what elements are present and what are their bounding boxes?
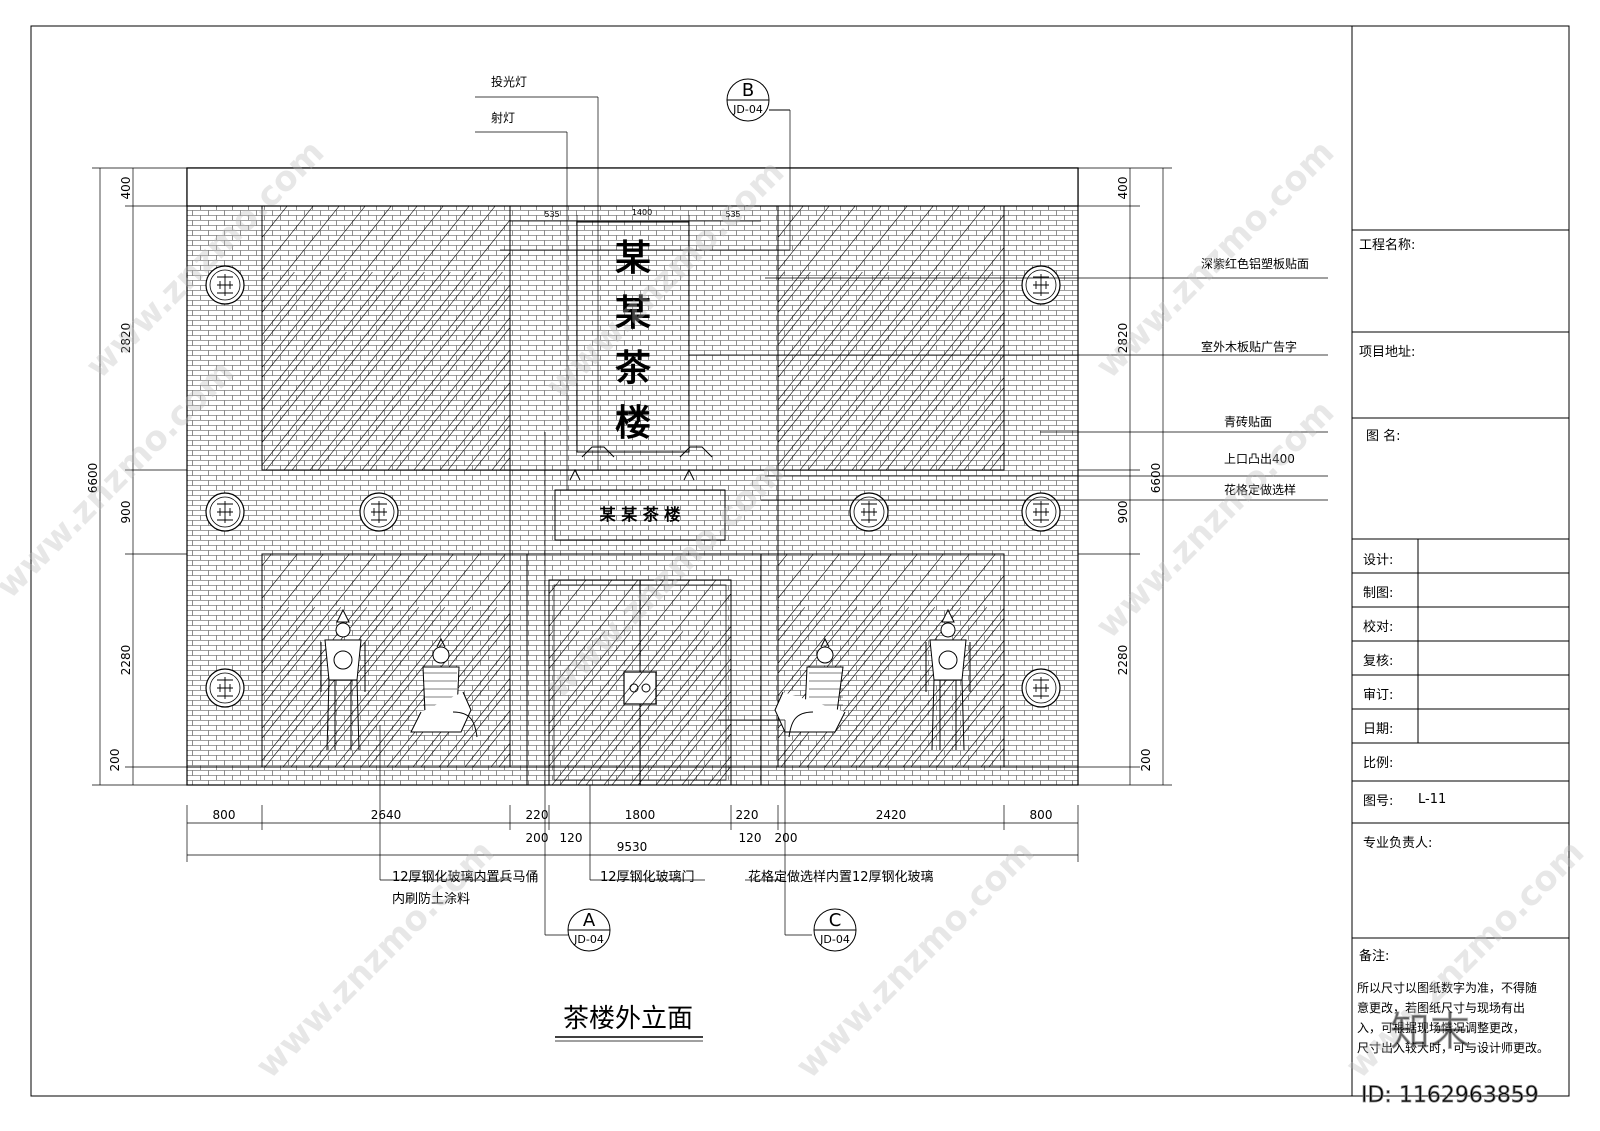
medallion-icon <box>205 668 245 708</box>
svg-text:B: B <box>742 80 754 101</box>
dim-left-2280: 2280 <box>119 645 133 676</box>
sign-char-4: 楼 <box>615 403 651 444</box>
dim-bottom-220-left: 220 <box>526 808 549 822</box>
svg-text:C: C <box>829 910 842 931</box>
section-mark-a: A JD-04 <box>567 908 611 952</box>
callout-lattice-glass: 花格定做选样内置12厚钢化玻璃 <box>748 869 934 885</box>
sign-char-1: 某 <box>615 238 651 279</box>
section-mark-b: B JD-04 <box>726 78 790 122</box>
dim-right-200: 200 <box>1139 749 1153 772</box>
dims-left: 400 2820 900 2280 200 6600 <box>86 167 187 786</box>
medallion-icon <box>1021 265 1061 305</box>
dim-left-900: 900 <box>119 501 133 524</box>
tb-check: 校对: <box>1363 619 1393 635</box>
dim-right-2820: 2820 <box>1116 323 1130 354</box>
tb-scale: 比例: <box>1363 756 1393 771</box>
tb-design: 设计: <box>1363 553 1393 568</box>
dim-right-400: 400 <box>1116 177 1130 200</box>
spotlight-right-icon <box>679 446 713 458</box>
section-mark-c: C JD-04 <box>813 908 857 952</box>
vertical-sign-text: 某 某 茶 楼 <box>615 238 652 444</box>
drawing-title: 茶楼外立面 <box>563 1004 693 1034</box>
terracotta-warrior-figures <box>320 608 971 751</box>
dim-left-total: 6600 <box>86 463 100 494</box>
tb-note-line-3: 入，可根据现场情况调整更改， <box>1357 1020 1525 1035</box>
dim-sign-535-left: 535 <box>544 210 559 219</box>
dim-bottom-120-a: 120 <box>560 831 583 845</box>
tb-drawing-no: L-11 <box>1418 792 1446 807</box>
tb-note-line-2: 意更改，若图纸尺寸与现场有出 <box>1357 1000 1525 1015</box>
svg-text:A: A <box>583 910 596 931</box>
dim-sign-1400: 1400 <box>632 208 652 217</box>
round-ornaments <box>205 265 1061 708</box>
horizontal-sign-text: 某 某 茶 楼 <box>599 505 681 524</box>
tb-drawing-no-label: 图号: <box>1363 794 1393 809</box>
medallion-icon <box>849 492 889 532</box>
dim-right-2280: 2280 <box>1116 645 1130 676</box>
svg-text:JD-04: JD-04 <box>819 933 850 946</box>
standing-warrior-icon <box>320 608 366 751</box>
dim-sign-535-right: 535 <box>725 210 740 219</box>
vertical-sign-board <box>576 221 690 453</box>
dims-sign-top: 535 1400 535 <box>510 208 761 228</box>
dim-bottom-800-left: 800 <box>213 808 236 822</box>
dim-bottom-1800: 1800 <box>625 808 656 822</box>
dim-bottom-total: 9530 <box>617 840 648 854</box>
dim-bottom-120-b: 120 <box>739 831 762 845</box>
sign-char-3: 茶 <box>615 348 652 389</box>
dims-right: 400 2820 900 2280 200 6600 <box>1078 167 1172 786</box>
svg-text:JD-04: JD-04 <box>732 103 763 116</box>
dim-bottom-2420: 2420 <box>876 808 907 822</box>
callout-blue-brick: 青砖贴面 <box>1224 414 1272 429</box>
horizontal-sign-board <box>554 489 726 541</box>
dim-right-900: 900 <box>1116 501 1130 524</box>
callout-top-projection: 上口凸出400 <box>1224 452 1295 466</box>
medallion-icon <box>205 265 245 305</box>
tb-date: 日期: <box>1363 722 1393 737</box>
svg-text:JD-04: JD-04 <box>573 933 604 946</box>
callout-glass-warriors-2: 内刷防土涂料 <box>392 891 470 907</box>
dim-bottom-200-a: 200 <box>526 831 549 845</box>
title-block: 工程名称: 项目地址: 图 名: 设计: 制图: 校对: 复核: 审订: 日期:… <box>1352 26 1570 1096</box>
medallion-icon <box>205 492 245 532</box>
callout-wood-board: 室外木板贴广告字 <box>1201 339 1297 354</box>
watermark-id: ID: 1162963859 <box>1361 1083 1539 1108</box>
tb-note-line-1: 所以尺寸以图纸数字为准，不得随 <box>1357 980 1537 995</box>
tb-drafting: 制图: <box>1363 586 1393 601</box>
tb-notes-label: 备注: <box>1359 948 1389 964</box>
callout-leaders <box>379 96 1328 936</box>
dim-bottom-220-right: 220 <box>736 808 759 822</box>
tb-lead: 专业负责人: <box>1363 836 1432 851</box>
dim-left-400: 400 <box>119 177 133 200</box>
medallion-icon <box>1021 668 1061 708</box>
tb-drawing-name: 图 名: <box>1366 428 1401 444</box>
tb-project-address: 项目地址: <box>1359 345 1415 360</box>
dim-left-200: 200 <box>108 749 122 772</box>
dim-left-2820: 2820 <box>119 323 133 354</box>
watermark-logo: 知末 <box>1390 1009 1470 1055</box>
dim-bottom-800-right: 800 <box>1030 808 1053 822</box>
medallion-icon <box>359 492 399 532</box>
medallion-icon <box>1021 492 1061 532</box>
tb-approve: 审订: <box>1363 688 1393 703</box>
dims-bottom: 800 2640 220 1800 220 2420 800 200 120 1… <box>186 805 1079 862</box>
dim-bottom-200-b: 200 <box>775 831 798 845</box>
kneeling-warrior-icon <box>774 637 846 738</box>
standing-warrior-icon <box>925 608 971 751</box>
svg-text:www.znzmo.com: www.znzmo.com <box>248 832 502 1086</box>
dim-bottom-2640: 2640 <box>371 808 402 822</box>
tb-note-line-4: 尺寸出入较大时，可与设计师更改。 <box>1357 1040 1549 1055</box>
tb-review: 复核: <box>1363 654 1393 669</box>
callout-lattice: 花格定做选样 <box>1224 482 1296 497</box>
callout-spotlight: 射灯 <box>491 110 515 125</box>
callout-purple-panel: 深紫红色铝塑板贴面 <box>1201 256 1309 271</box>
dim-right-total: 6600 <box>1149 463 1163 494</box>
callout-glass-warriors-1: 12厚钢化玻璃内置兵马俑 <box>392 869 539 885</box>
callout-floodlight: 投光灯 <box>491 74 527 89</box>
tb-project-name: 工程名称: <box>1359 237 1415 253</box>
kneeling-warrior-icon <box>410 637 478 738</box>
sign-char-2: 某 <box>615 293 651 334</box>
callout-glass-door: 12厚钢化玻璃门 <box>600 870 695 885</box>
